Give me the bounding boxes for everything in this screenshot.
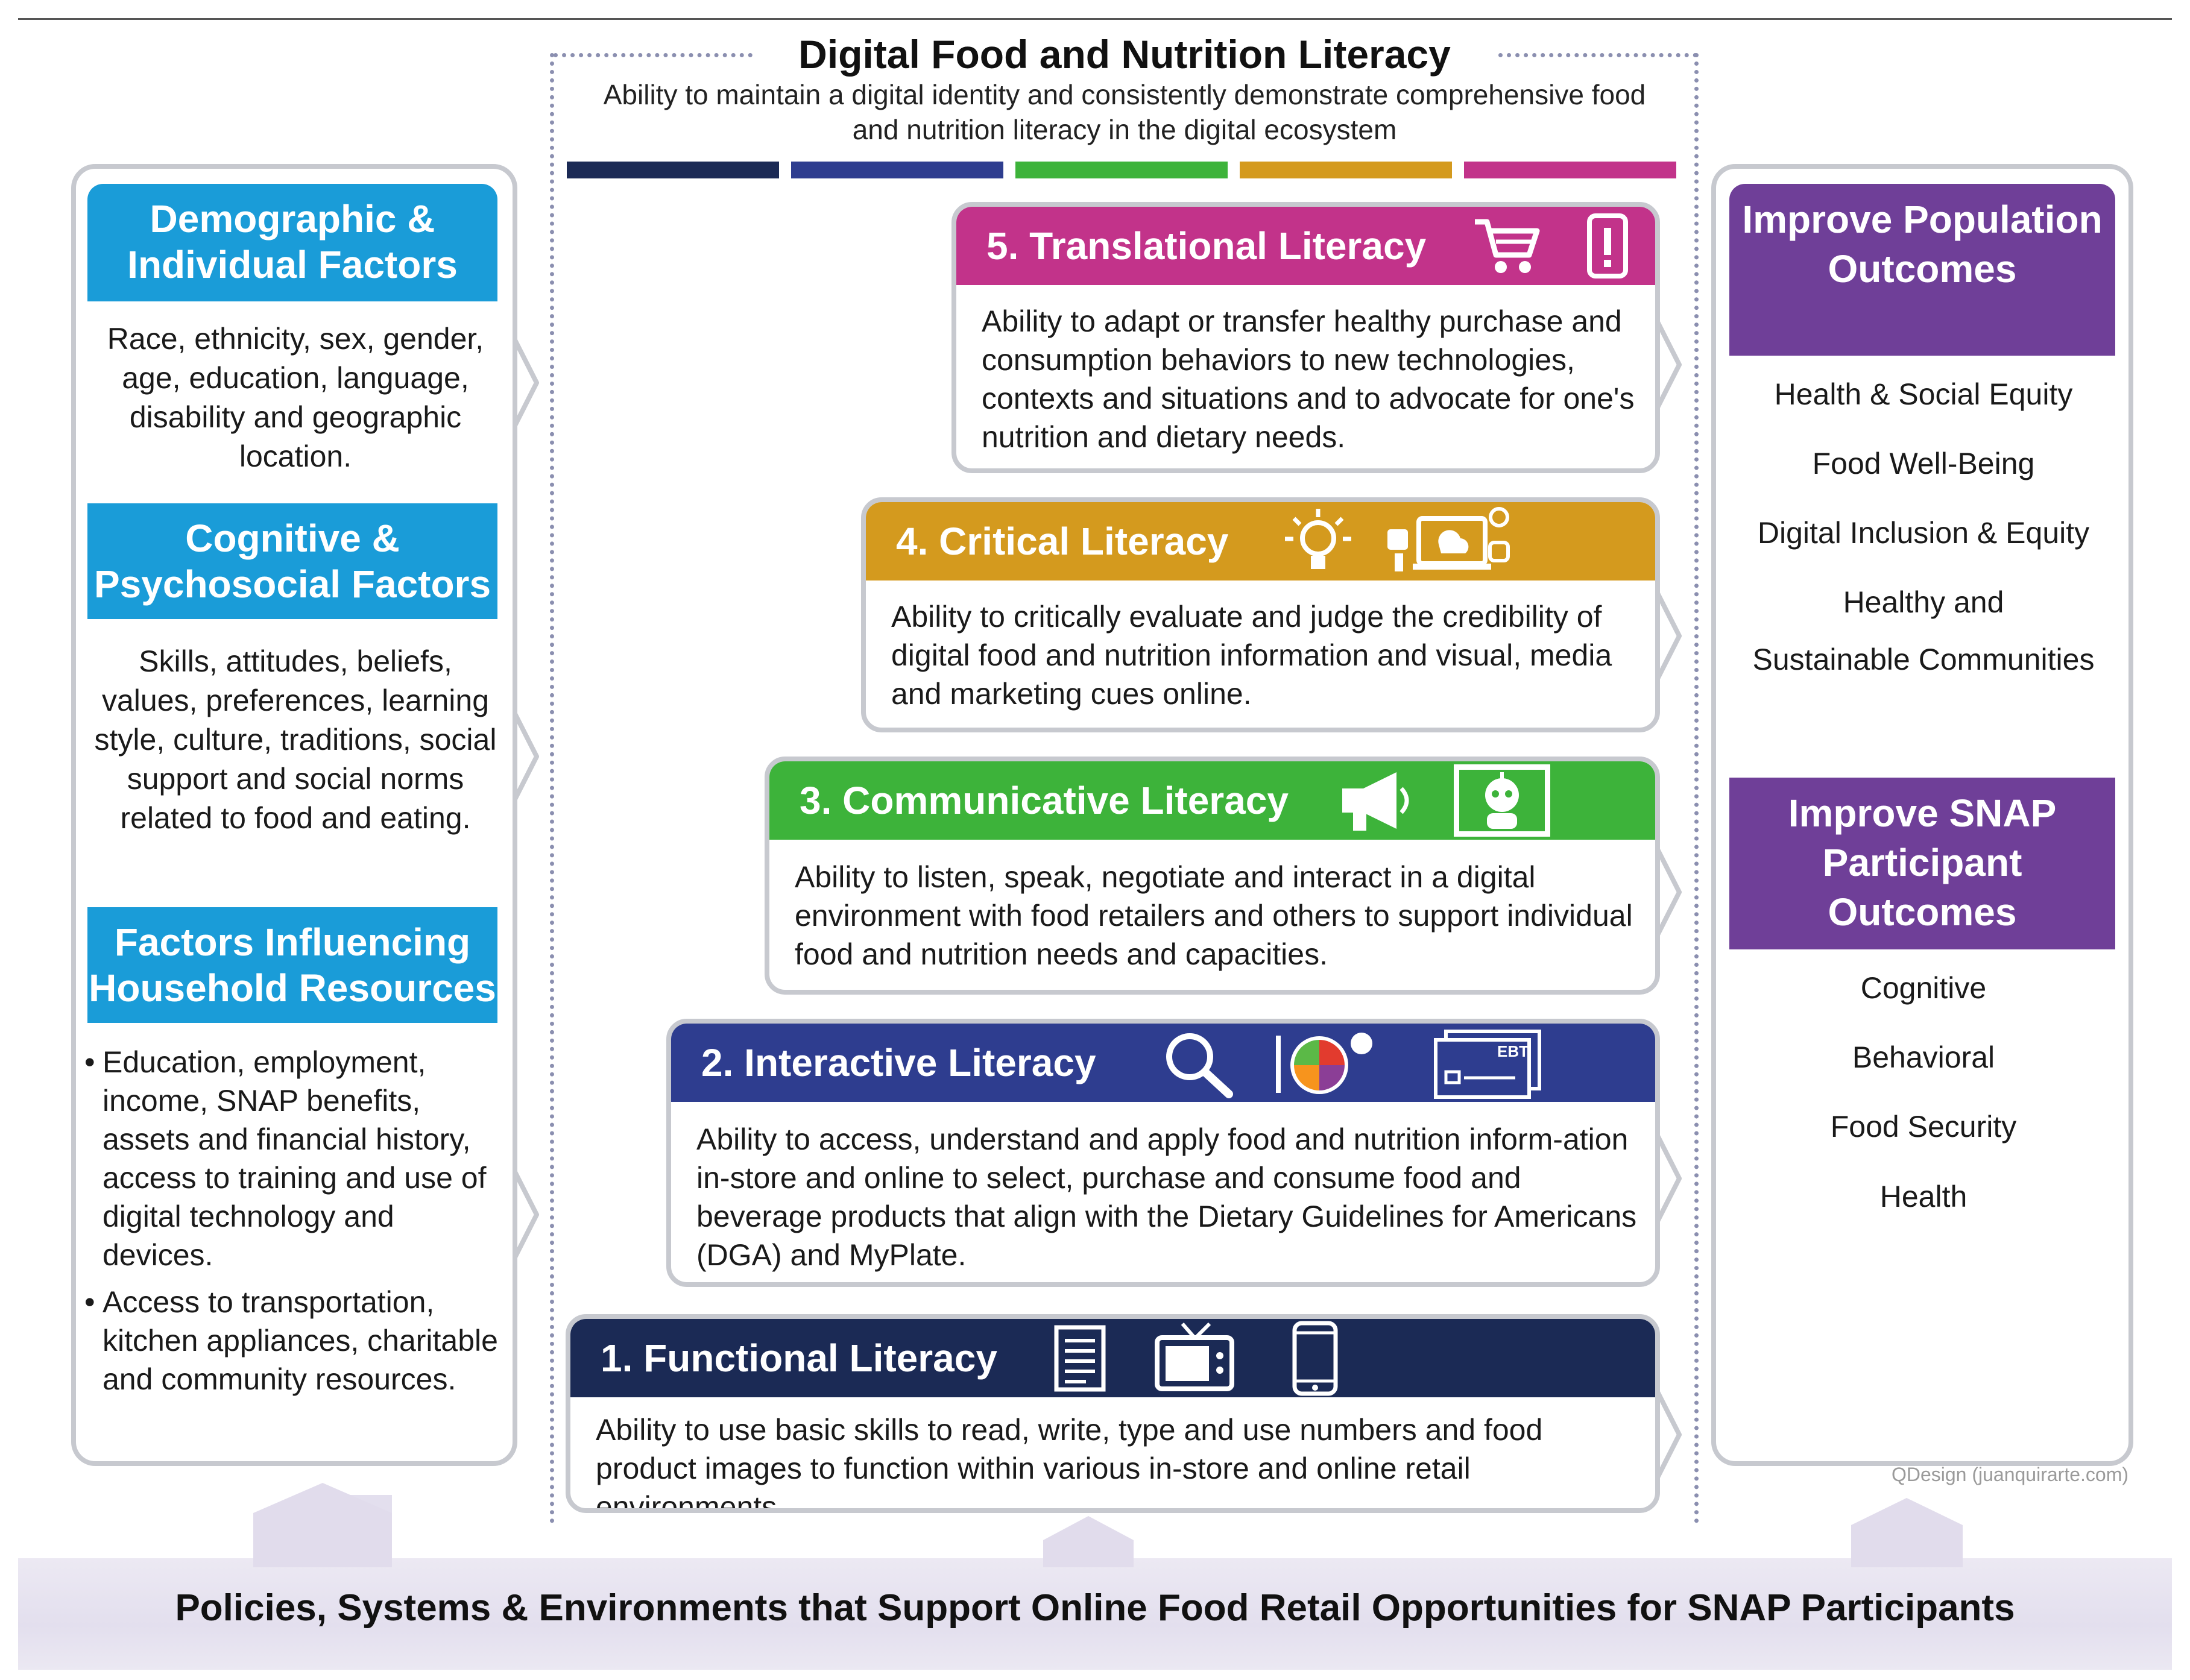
outcome-item: Cognitive bbox=[1860, 971, 1987, 1005]
list-item: Access to transportation, kitchen applia… bbox=[84, 1283, 506, 1398]
outcome-item: Health & Social Equity bbox=[1774, 377, 2073, 411]
document-icon bbox=[1047, 1319, 1113, 1397]
lightbulb-icon bbox=[1276, 502, 1360, 580]
megaphone-icon bbox=[1330, 761, 1421, 840]
strip-green bbox=[1015, 162, 1228, 178]
strip-navy bbox=[567, 162, 779, 178]
svg-text:EBT: EBT bbox=[1497, 1042, 1529, 1060]
communicative-literacy-description: Ability to listen, speak, negotiate and … bbox=[795, 860, 1633, 971]
functional-literacy-title: 1. Functional Literacy bbox=[570, 1319, 1655, 1397]
center-dotted-frame bbox=[550, 53, 1699, 1524]
translational-literacy-description: Ability to adapt or transfer healthy pur… bbox=[982, 304, 1635, 454]
house-shapes bbox=[253, 1483, 1963, 1567]
chatbot-icon bbox=[1448, 761, 1556, 840]
tv-icon bbox=[1146, 1319, 1243, 1397]
strip-magenta bbox=[1464, 162, 1676, 178]
outcome-item: Food Well-Being bbox=[1812, 447, 2035, 480]
main-subtitle: Ability to maintain a digital identity a… bbox=[603, 79, 1646, 145]
main-title: Digital Food and Nutrition Literacy bbox=[798, 32, 1451, 77]
magnifier-icon bbox=[1153, 1024, 1244, 1102]
chevron-right-icon bbox=[1655, 1134, 1682, 1222]
chevron-right-icon bbox=[1655, 321, 1682, 409]
title-dots-left bbox=[554, 53, 753, 57]
myplate-icon bbox=[1268, 1024, 1389, 1102]
heading-demographic-factors: Demographic & Individual Factors bbox=[87, 184, 497, 301]
outcome-item: Digital Inclusion & Equity bbox=[1757, 516, 2090, 550]
functional-literacy-box: 1. Functional Literacy Ability to use ba… bbox=[566, 1314, 1660, 1513]
chevron-right-icon bbox=[1655, 848, 1682, 936]
outcome-item: Health bbox=[1879, 1180, 1968, 1213]
interactive-literacy-description: Ability to access, understand and apply … bbox=[696, 1122, 1637, 1272]
outcome-item: Sustainable Communities bbox=[1752, 643, 2095, 676]
translational-literacy-box: 5. Translational Literacy Ability to ada… bbox=[951, 202, 1660, 473]
translational-literacy-title: 5. Translational Literacy bbox=[956, 207, 1655, 285]
communicative-literacy-box: 3. Communicative Literacy Ability to lis… bbox=[765, 757, 1660, 995]
interactive-literacy-box: 2. Interactive Literacy EBT Ability to a… bbox=[666, 1019, 1660, 1287]
heading-population-outcomes: Improve Population Outcomes bbox=[1729, 184, 2115, 356]
heading-household-resources: Factors Influencing Household Resources bbox=[87, 907, 497, 1023]
chevron-right-icon bbox=[513, 713, 539, 801]
functional-literacy-description: Ability to use basic skills to read, wri… bbox=[596, 1413, 1543, 1513]
text-demographic-factors: Race, ethnicity, sex, gender, age, educa… bbox=[107, 322, 484, 473]
chevron-right-icon bbox=[513, 1171, 539, 1259]
text-cognitive-factors: Skills, attitudes, beliefs, values, pref… bbox=[94, 644, 497, 835]
policy-band bbox=[18, 1558, 2172, 1670]
outcome-item: Behavioral bbox=[1852, 1040, 1995, 1074]
chevron-right-icon bbox=[1655, 1391, 1682, 1479]
critical-literacy-title: 4. Critical Literacy bbox=[866, 502, 1655, 580]
chevron-right-icon bbox=[513, 339, 539, 427]
title-dots-right bbox=[1498, 53, 1697, 57]
smartphone-icon bbox=[1285, 1319, 1345, 1397]
design-credit: QDesign (juanquirarte.com) bbox=[1891, 1464, 2128, 1485]
footer-policies: Policies, Systems & Environments that Su… bbox=[175, 1587, 2015, 1629]
list-item: Education, employment, income, SNAP bene… bbox=[84, 1043, 506, 1274]
critical-literacy-box: 4. Critical Literacy Ability to critical… bbox=[861, 497, 1660, 732]
critical-literacy-description: Ability to critically evaluate and judge… bbox=[891, 600, 1612, 711]
chevron-right-icon bbox=[1655, 592, 1682, 680]
social-media-icon bbox=[1378, 502, 1523, 580]
heading-cognitive-factors: Cognitive & Psychosocial Factors bbox=[87, 503, 497, 619]
strip-blue bbox=[791, 162, 1003, 178]
heading-snap-outcomes: Improve SNAP Participant Outcomes bbox=[1729, 778, 2115, 949]
shopping-cart-icon bbox=[1466, 207, 1550, 285]
strip-gold bbox=[1240, 162, 1452, 178]
outcome-item: Food Security bbox=[1830, 1110, 2017, 1144]
outcome-item: Healthy and bbox=[1843, 585, 2004, 619]
top-rule bbox=[18, 18, 2172, 20]
ebt-card-icon: EBT bbox=[1425, 1024, 1551, 1102]
mobile-alert-icon bbox=[1577, 207, 1638, 285]
household-resources-list: Education, employment, income, SNAP bene… bbox=[84, 1043, 506, 1407]
